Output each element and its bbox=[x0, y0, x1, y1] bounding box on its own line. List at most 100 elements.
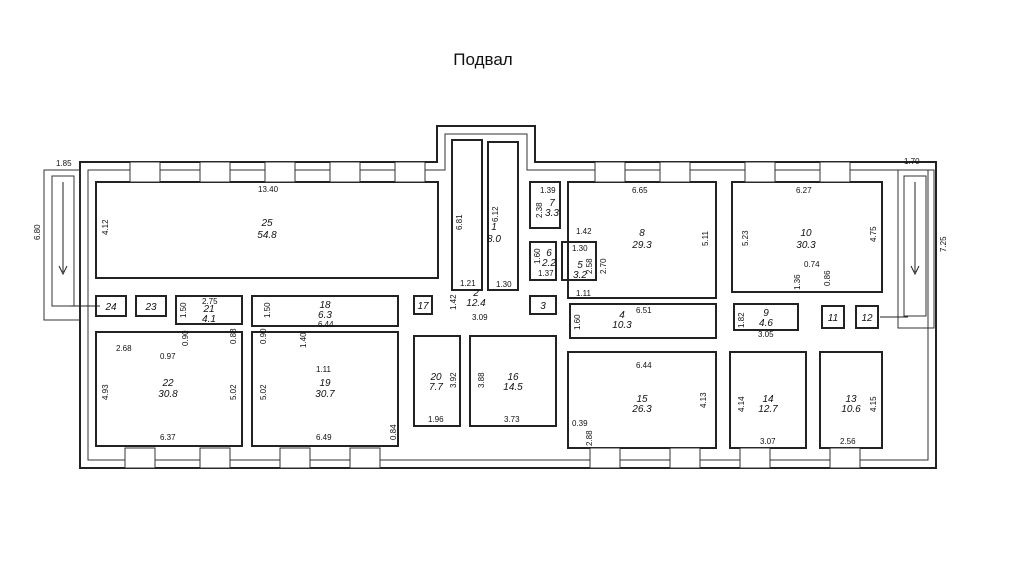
room-4-area: 10.3 bbox=[612, 320, 632, 331]
room-4 bbox=[569, 303, 717, 339]
dim-label: 0.97 bbox=[160, 352, 176, 361]
room-6-num: 6 bbox=[546, 248, 552, 259]
dim-label: 6.44 bbox=[636, 361, 652, 370]
dim-label: 3.88 bbox=[477, 372, 486, 388]
room-22 bbox=[95, 331, 243, 447]
dim-label: 1.50 bbox=[263, 302, 272, 318]
room-16-area: 14.5 bbox=[503, 382, 523, 393]
dim-label: 0.86 bbox=[823, 270, 832, 286]
room-5-num: 5 bbox=[577, 260, 583, 271]
room-20-area: 7.7 bbox=[429, 382, 443, 393]
stair-right bbox=[897, 169, 935, 329]
room-6 bbox=[529, 241, 557, 281]
dim-label: 0.90 bbox=[259, 328, 268, 344]
dim-label: 1.60 bbox=[573, 314, 582, 330]
room-17-num: 17 bbox=[417, 301, 429, 312]
room-22-area: 30.8 bbox=[158, 389, 178, 400]
dim-label: 2.75 bbox=[202, 297, 218, 306]
room-23-num: 23 bbox=[144, 302, 157, 313]
room-18-num: 18 bbox=[319, 300, 331, 311]
room-13-area: 10.6 bbox=[841, 404, 861, 415]
windows bbox=[124, 161, 861, 469]
dim-label: 6.51 bbox=[636, 306, 652, 315]
room-17 bbox=[413, 295, 433, 315]
room-9-area: 4.6 bbox=[759, 318, 773, 329]
dim-label: 2.56 bbox=[840, 437, 856, 446]
room-9-num: 9 bbox=[763, 308, 769, 319]
room-16 bbox=[469, 335, 557, 427]
room-24-num: 24 bbox=[104, 302, 117, 313]
room-19 bbox=[251, 331, 399, 447]
room-22-num: 22 bbox=[161, 378, 174, 389]
dim-label: 1.36 bbox=[793, 274, 802, 290]
room-4-num: 4 bbox=[619, 310, 625, 321]
room-23 bbox=[135, 295, 167, 317]
dim-label: 4.14 bbox=[737, 396, 746, 412]
dim-label: 3.05 bbox=[758, 330, 774, 339]
dim-label: 1.30 bbox=[496, 280, 512, 289]
dim-label: 6.65 bbox=[632, 186, 648, 195]
dim-label: 0.39 bbox=[572, 419, 588, 428]
dim-label: 1.82 bbox=[737, 312, 746, 328]
dim-label: 5.02 bbox=[259, 384, 268, 400]
dim-label: 13.40 bbox=[258, 185, 279, 194]
dim-label: 3.09 bbox=[472, 313, 488, 322]
room-18-area: 6.3 bbox=[318, 310, 332, 321]
dim-label: 1.70 bbox=[904, 157, 920, 166]
dim-label: 5.11 bbox=[701, 230, 710, 246]
room-14-area: 12.7 bbox=[758, 404, 778, 415]
room-7-area: 3.3 bbox=[545, 208, 559, 219]
room-20-num: 20 bbox=[429, 372, 442, 383]
room-11 bbox=[821, 305, 845, 329]
room-5 bbox=[561, 241, 597, 281]
room-8 bbox=[567, 181, 717, 299]
room-15-num: 15 bbox=[636, 394, 648, 405]
room-2-area: 12.4 bbox=[466, 298, 486, 309]
dim-label: 0.88 bbox=[229, 328, 238, 344]
dim-label: 1.37 bbox=[538, 269, 554, 278]
room-12-num: 12 bbox=[861, 313, 873, 324]
dim-label: 1.96 bbox=[428, 415, 444, 424]
dim-label: 6.37 bbox=[160, 433, 176, 442]
dim-label: 3.07 bbox=[760, 437, 776, 446]
dim-label: 3.92 bbox=[449, 372, 458, 388]
dim-label: 6.27 bbox=[796, 186, 812, 195]
room-1-num: 1 bbox=[491, 222, 497, 233]
room-2 bbox=[451, 139, 483, 291]
room-1 bbox=[487, 141, 519, 291]
dim-label: 5.02 bbox=[229, 384, 238, 400]
dim-label: 1.85 bbox=[56, 159, 72, 168]
room-10 bbox=[731, 181, 883, 293]
dim-label: 1.21 bbox=[460, 279, 476, 288]
dim-label: 3.73 bbox=[504, 415, 520, 424]
dim-label: 4.75 bbox=[869, 226, 878, 242]
dim-label: 2.68 bbox=[116, 344, 132, 353]
dim-label: 6.81 bbox=[455, 214, 464, 230]
rooms bbox=[95, 139, 883, 449]
dim-label: 1.30 bbox=[572, 244, 588, 253]
room-15-area: 26.3 bbox=[631, 404, 652, 415]
dim-label: 1.42 bbox=[449, 294, 458, 310]
dim-label: 1.50 bbox=[179, 302, 188, 318]
dim-label: 4.15 bbox=[869, 396, 878, 412]
room-25-area: 54.8 bbox=[257, 230, 277, 241]
dim-label: 0.74 bbox=[804, 260, 820, 269]
room-7-num: 7 bbox=[549, 198, 555, 209]
room-9 bbox=[733, 303, 799, 331]
room-19-num: 19 bbox=[319, 378, 331, 389]
corridor-lines bbox=[70, 305, 908, 318]
dim-label: 1.11 bbox=[576, 289, 592, 298]
dim-label: 0.90 bbox=[181, 330, 190, 346]
dim-label: 1.11 bbox=[316, 365, 332, 374]
room-1-area: 8.0 bbox=[487, 234, 501, 245]
room-20 bbox=[413, 335, 461, 427]
room-10-area: 30.3 bbox=[796, 240, 816, 251]
dimension-labels: 1.85 6.80 13.40 4.12 6.81 6.12 1.21 1.42… bbox=[33, 157, 948, 446]
room-12 bbox=[855, 305, 879, 329]
dim-label: 6.80 bbox=[33, 224, 42, 240]
dim-label: 2.88 bbox=[585, 430, 594, 446]
dim-label: 4.13 bbox=[699, 392, 708, 408]
room-2-num: 2 bbox=[472, 288, 479, 299]
dim-label: 5.23 bbox=[741, 230, 750, 246]
